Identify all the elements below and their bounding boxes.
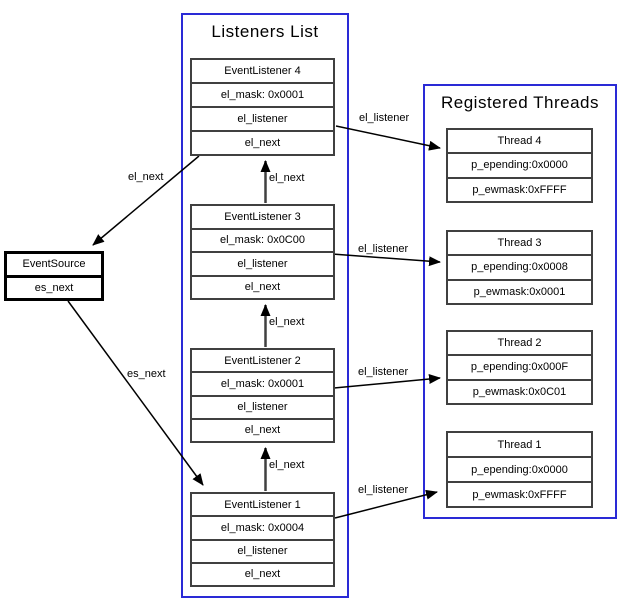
- event-listener-1-title: EventListener 1: [224, 498, 301, 511]
- registered-threads-title: Registered Threads: [441, 93, 599, 112]
- event-listener-3-box: EventListener 3 el_mask: 0x0C00 el_liste…: [190, 204, 335, 300]
- event-listener-2-next-field: el_next: [192, 417, 333, 441]
- edge-label-el-next-el3-el4: el_next: [269, 172, 305, 184]
- event-listener-1-next-field: el_next: [192, 561, 333, 585]
- event-listener-4-next-field: el_next: [192, 130, 333, 154]
- thread-1-ewmask-field: p_ewmask:0xFFFF: [448, 481, 591, 506]
- thread-3-box: Thread 3 p_epending:0x0008 p_ewmask:0x00…: [446, 230, 593, 305]
- event-listener-2-listener-field: el_listener: [192, 394, 333, 418]
- listeners-list-title: Listeners List: [211, 22, 319, 41]
- event-listener-1-box: EventListener 1 el_mask: 0x0004 el_liste…: [190, 492, 335, 587]
- event-source-es-next-field: es_next: [7, 274, 101, 299]
- edge-label-el-listener-thread2: el_listener: [358, 366, 409, 378]
- thread-3-epending-field: p_epending:0x0008: [448, 254, 591, 278]
- event-listener-3-title: EventListener 3: [224, 210, 301, 223]
- registered-threads-container: Registered Threads: [423, 84, 617, 519]
- thread-1-title: Thread 1: [497, 438, 542, 451]
- event-listener-1-mask-field: el_mask: 0x0004: [192, 515, 333, 538]
- thread-1-epending-field: p_epending:0x0000: [448, 456, 591, 481]
- thread-3-title: Thread 3: [497, 237, 542, 250]
- event-source-box: EventSource es_next: [4, 251, 104, 301]
- edge-label-el-next-el1-el2: el_next: [269, 459, 305, 471]
- thread-3-ewmask-field: p_ewmask:0x0001: [448, 278, 591, 303]
- edge-label-el-next-el2-el3: el_next: [269, 316, 305, 328]
- thread-4-epending-field: p_epending:0x0000: [448, 152, 591, 176]
- thread-4-ewmask-field: p_ewmask:0xFFFF: [448, 176, 591, 201]
- thread-2-ewmask-field: p_ewmask:0x0C01: [448, 378, 591, 403]
- thread-2-epending-field: p_epending:0x000F: [448, 354, 591, 378]
- event-listener-4-mask-field: el_mask: 0x0001: [192, 82, 333, 106]
- thread-1-box: Thread 1 p_epending:0x0000 p_ewmask:0xFF…: [446, 431, 593, 508]
- event-listener-2-mask-field: el_mask: 0x0001: [192, 371, 333, 394]
- event-listener-3-next-field: el_next: [192, 274, 333, 299]
- event-listener-2-title: EventListener 2: [224, 354, 301, 367]
- event-source-title: EventSource: [22, 258, 86, 271]
- edge-label-es-next: es_next: [127, 368, 166, 380]
- event-listener-3-listener-field: el_listener: [192, 251, 333, 275]
- thread-4-title: Thread 4: [497, 135, 542, 148]
- edge-label-el-listener-thread3: el_listener: [358, 243, 409, 255]
- event-listener-3-mask-field: el_mask: 0x0C00: [192, 227, 333, 252]
- edge-label-el-next-el4-eventsource: el_next: [128, 171, 164, 183]
- event-listener-1-listener-field: el_listener: [192, 538, 333, 562]
- edge-label-el-listener-thread4: el_listener: [359, 112, 410, 124]
- thread-2-box: Thread 2 p_epending:0x000F p_ewmask:0x0C…: [446, 330, 593, 405]
- thread-4-box: Thread 4 p_epending:0x0000 p_ewmask:0xFF…: [446, 128, 593, 203]
- event-listener-4-listener-field: el_listener: [192, 106, 333, 130]
- event-listener-4-title: EventListener 4: [224, 65, 301, 77]
- edge-label-el-listener-thread1: el_listener: [358, 484, 409, 496]
- event-listener-2-box: EventListener 2 el_mask: 0x0001 el_liste…: [190, 348, 335, 443]
- event-listener-4-box: EventListener 4 el_mask: 0x0001 el_liste…: [190, 58, 335, 156]
- thread-2-title: Thread 2: [497, 337, 542, 350]
